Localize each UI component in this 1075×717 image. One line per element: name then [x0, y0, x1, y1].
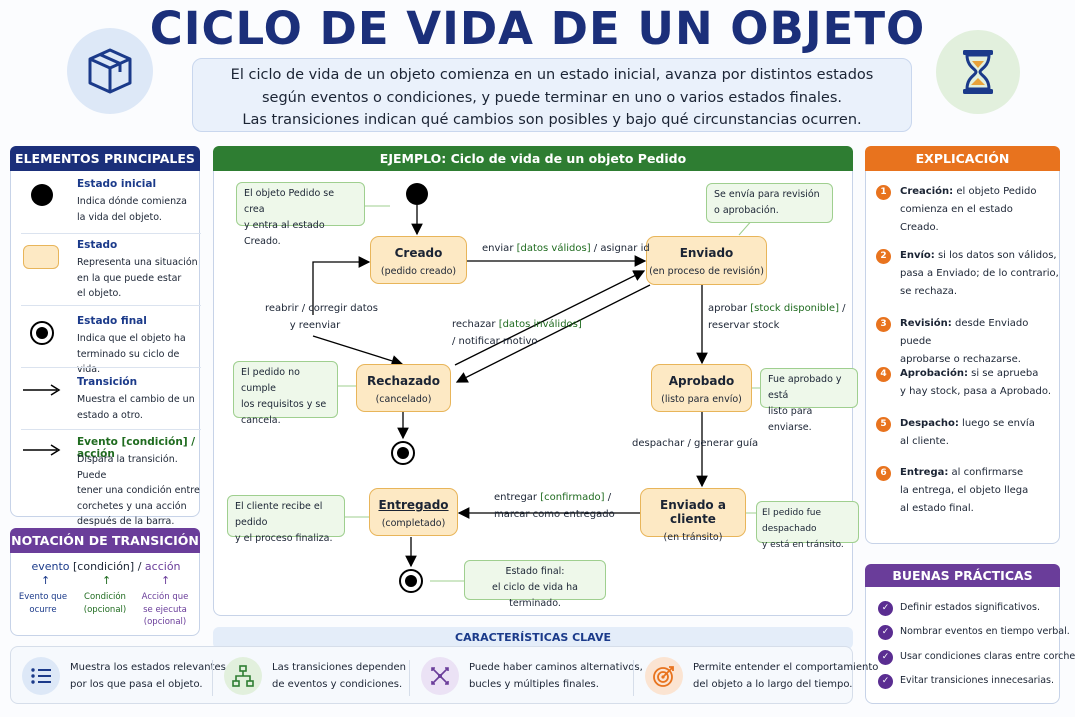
final-state [391, 441, 415, 465]
state-name: Enviado [679, 246, 734, 260]
initial-state [406, 183, 428, 205]
notation-evento: evento [31, 560, 70, 573]
transition-despachar: despachar / generar guía [632, 438, 759, 449]
notation-accion: acción [144, 560, 181, 573]
state-desc: (pedido creado) [380, 266, 457, 277]
state-desc: (listo para envío) [661, 394, 742, 405]
notation-condicion-label: Condición(opcional) [83, 592, 127, 615]
transition-enviar: enviar [datos válidos] / asignar id [482, 243, 650, 254]
up-arrow-icon: ↑ [161, 574, 171, 587]
best-practices-header: BUENAS PRÁCTICAS [865, 564, 1060, 587]
check-icon: ✓ [878, 674, 893, 689]
explanation-header: EXPLICACIÓN [865, 146, 1060, 171]
transition-aprobar: aprobar [stock disponible] / reservar st… [708, 303, 846, 331]
state-rechazado: Rechazado (cancelado) [356, 364, 451, 412]
state-name: Enviado a cliente [660, 498, 726, 526]
check-icon: ✓ [878, 650, 893, 665]
state-name: Aprobado [668, 374, 735, 388]
final-state [399, 569, 423, 593]
notation-formula: evento [condición] / acción [11, 560, 201, 573]
state-desc: (cancelado) [375, 394, 432, 405]
state-name: Entregado [378, 498, 449, 512]
element-title: Estado final [77, 315, 147, 327]
up-arrow-icon: ↑ [41, 574, 51, 587]
intro-line: El ciclo de vida de un objeto comienza e… [230, 67, 874, 83]
box-icon [67, 28, 153, 114]
elements-panel: ELEMENTOS PRINCIPALES Estado inicial Ind… [10, 146, 201, 527]
note-final: Estado final:el ciclo de vida ha termina… [464, 560, 606, 609]
characteristics-header: CARACTERÍSTICAS CLAVE [213, 627, 853, 649]
element-title: Evento [condición] / acción [77, 436, 196, 460]
final-state-icon [30, 321, 54, 345]
intro-line: según eventos o condiciones, y puede ter… [261, 89, 842, 106]
explanation-panel: EXPLICACIÓN 1 Creación: el objeto Pedido… [865, 146, 1060, 544]
element-title: Estado [77, 239, 118, 251]
check-icon: ✓ [878, 601, 893, 616]
element-title: Estado inicial [77, 178, 157, 190]
state-name: Creado [394, 246, 443, 260]
state-name: Rechazado [366, 374, 441, 388]
page-title: CICLO DE VIDA DE UN OBJETO [149, 2, 926, 55]
state-desc: (en tránsito) [663, 532, 723, 543]
arrow-icon [23, 384, 61, 396]
state-desc: (en proceso de revisión) [649, 266, 764, 277]
state-aprobado: Aprobado (listo para envío) [651, 364, 752, 412]
notation-header: NOTACIÓN DE TRANSICIÓN [10, 528, 200, 553]
transition-entregar: entregar [confirmado] / marcar como entr… [494, 492, 615, 520]
arrow-icon [23, 444, 61, 456]
initial-state-icon [31, 184, 53, 206]
state-enviado: Enviado (en proceso de revisión) [646, 236, 767, 285]
notation-condicion: [condición] [73, 560, 135, 573]
state-entregado: Entregado (completado) [369, 488, 458, 536]
elements-header: ELEMENTOS PRINCIPALES [10, 146, 200, 171]
list-icon [22, 657, 60, 695]
state-desc: (completado) [381, 518, 446, 529]
element-title: Transición [77, 376, 138, 388]
up-arrow-icon: ↑ [102, 574, 112, 587]
state-creado: Creado (pedido creado) [370, 236, 467, 284]
best-practices-panel: BUENAS PRÁCTICAS ✓Definir estados signif… [865, 564, 1075, 704]
characteristic-item: Puede haber caminos alternativos,bucles … [421, 655, 643, 701]
intro-line: Las transiciones indican qué cambios son… [242, 112, 862, 128]
flow-icon [224, 657, 262, 695]
notation-panel: NOTACIÓN DE TRANSICIÓN evento [condición… [10, 528, 200, 636]
notation-slash: / [137, 560, 142, 573]
branch-icon [421, 657, 459, 695]
transition-rechazar: rechazar [datos inválidos] / notificar m… [452, 319, 582, 347]
target-icon [645, 657, 683, 695]
element-event: Evento [condición] / acción Dispara la t… [11, 436, 201, 527]
state-enviado-cliente: Enviado a cliente (en tránsito) [640, 488, 746, 543]
intro-box: El ciclo de vida de un objeto comienza e… [192, 58, 912, 132]
example-header: EJEMPLO: Ciclo de vida de un objeto Pedi… [213, 146, 853, 171]
state-icon [23, 245, 59, 269]
hourglass-icon [936, 30, 1020, 114]
check-icon: ✓ [878, 625, 893, 640]
